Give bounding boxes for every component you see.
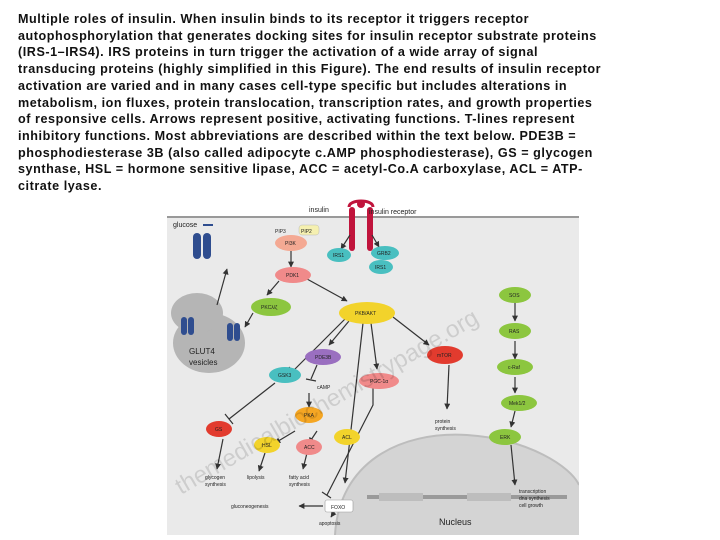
gluconeogenesis-label: gluconeogenesis (231, 504, 269, 510)
mtor-label: mTOR (437, 353, 452, 359)
apoptosis-label: apoptosis (319, 521, 341, 527)
insulin-signaling-figure: themedicalbiochemistrypage.org glucose i… (167, 195, 579, 535)
gsk3-label: GSK3 (278, 373, 292, 379)
lipolysis-label: lipolysis (247, 475, 265, 481)
transcription-label-3: cell growth (519, 503, 543, 509)
caption-line: autophosphorylation that generates docki… (18, 28, 708, 45)
caption-line: of responsive cells. Arrows represent po… (18, 111, 708, 128)
caption-line: Multiple roles of insulin. When insulin … (18, 11, 708, 28)
pi3k-label: PI3K (285, 241, 297, 247)
ras-label: RAS (509, 329, 520, 335)
pde3b-label: PDE3B (315, 355, 332, 361)
protein-synthesis-label-2: synthesis (435, 426, 456, 432)
acc-label: ACC (304, 445, 315, 451)
erk-label: ERK (500, 435, 511, 441)
glycogen-label-1: glycogen (205, 475, 225, 481)
glut4-vesicle-back (171, 293, 223, 333)
fatty-acid-label-2: synthesis (289, 482, 310, 488)
caption-line: transducing proteins (highly simplified … (18, 61, 708, 78)
gs-label: GS (215, 427, 223, 433)
pdk1-label: PDK1 (286, 273, 299, 279)
caption-line: synthase, HSL = hormone sensitive lipase… (18, 161, 708, 178)
camp-label: cAMP (317, 385, 331, 391)
dna-box-right (467, 493, 511, 501)
foxo-label: FOXO (331, 505, 345, 511)
pgc1a-label: PGC-1α (370, 379, 388, 385)
protein-synthesis-label-1: protein (435, 419, 451, 425)
grb2-label: GRB2 (377, 251, 391, 257)
pka-label: PKA (304, 413, 315, 419)
sos-label: SOS (509, 293, 520, 299)
glut4-subtitle: vesicles (189, 358, 217, 367)
insulin-label: insulin (309, 207, 329, 214)
glut4-title: GLUT4 (189, 347, 215, 356)
mek-label: Mek1/2 (509, 401, 526, 407)
dna-box-left (379, 493, 423, 501)
glucose-label: glucose (173, 222, 197, 229)
pip2-label: PIP2 (301, 229, 312, 235)
pkcl-label: PKCλ/ζ (261, 305, 278, 311)
caption-line: phosphodiesterase 3B (also called adipoc… (18, 145, 708, 162)
glycogen-label-2: synthesis (205, 482, 226, 488)
irs1-right-label: IRS1 (375, 265, 386, 271)
irs1-left-label: IRS1 (333, 253, 344, 259)
transcription-label-1: transcription (519, 489, 546, 495)
insulin-receptor-label: insulin receptor (369, 209, 417, 216)
pkb-label: PKB/AKT (355, 311, 376, 317)
caption-line: inhibitory functions. Most abbreviations… (18, 128, 708, 145)
nucleus-label: Nucleus (439, 517, 472, 527)
caption-line: citrate lyase. (18, 178, 708, 195)
figure-caption: Multiple roles of insulin. When insulin … (18, 11, 708, 195)
craf-label: c-Raf (508, 365, 521, 371)
pip3-label: PIP3 (275, 229, 286, 235)
transcription-label-2: dna synthesis (519, 496, 550, 502)
acl-label: ACL (342, 435, 352, 441)
caption-line: (IRS-1–IRS4). IRS proteins in turn trigg… (18, 44, 708, 61)
caption-line: metabolism, ion fluxes, protein transloc… (18, 95, 708, 112)
caption-line: activation are varied and in many cases … (18, 78, 708, 95)
fatty-acid-label-1: fatty acid (289, 475, 309, 481)
hsl-label: HSL (262, 443, 272, 449)
